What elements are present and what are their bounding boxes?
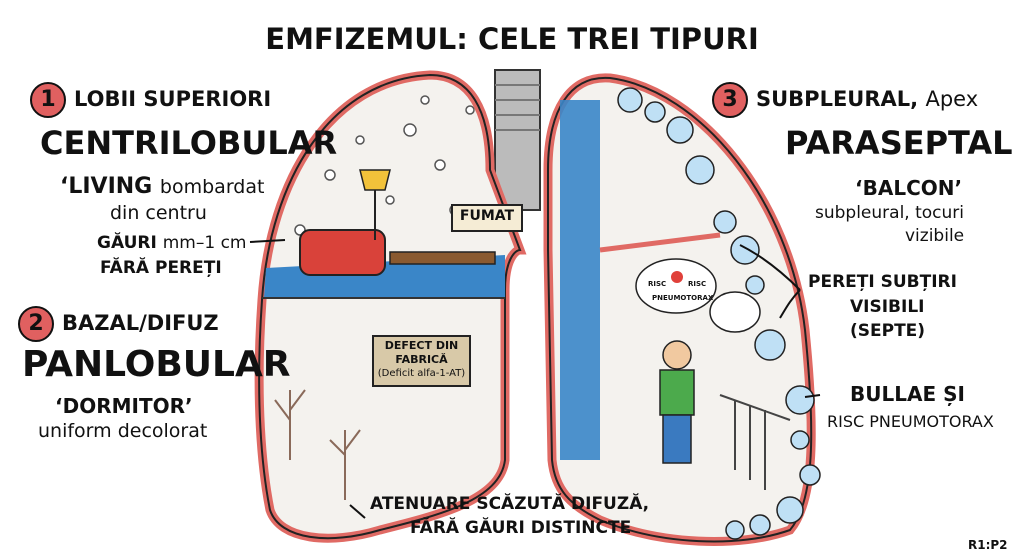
bare-trees — [274, 389, 361, 500]
type3-metaphor: ‘BALCON’ — [855, 176, 963, 200]
type1-detail-line2: FĂRĂ PEREȚI — [100, 258, 222, 278]
type3-metaphor-line3: vizibile — [905, 226, 965, 246]
type2-location: 2 BAZAL/DIFUZ — [18, 306, 219, 342]
centrilobular-holes — [294, 95, 475, 236]
type1-name: CENTRILOBULAR — [40, 124, 338, 162]
type3-metaphor-line2: subpleural, tocuri — [815, 203, 965, 223]
type1-metaphor: ‘LIVING bombardat — [60, 174, 265, 199]
coffee-table — [389, 251, 496, 265]
type1-number-badge: 1 — [30, 82, 66, 118]
fumat-sign-board — [451, 204, 523, 232]
type2-detail-line2: FĂRĂ GĂURI DISTINCTE — [410, 518, 632, 538]
type1-metaphor-line2: din centru — [110, 202, 207, 224]
blue-wall — [560, 100, 600, 460]
bullae — [617, 87, 821, 540]
lamp — [359, 169, 391, 191]
type1-location: 1 LOBII SUPERIORI — [30, 82, 271, 118]
type2-location-label: BAZAL/DIFUZ — [62, 311, 219, 335]
type3-detail2-line2: RISC PNEUMOTORAX — [827, 412, 994, 431]
type1-detail-line1: GĂURI mm–1 cm — [97, 233, 247, 253]
type2-name: PANLOBULAR — [22, 344, 291, 385]
type3-detail-line3: (SEPTE) — [850, 321, 926, 341]
type3-number-badge: 3 — [712, 82, 748, 118]
type2-metaphor: ‘DORMITOR’ — [55, 394, 193, 418]
type3-detail2-line1: BULLAE ȘI — [850, 382, 965, 406]
type3-detail-line1: PEREȚI SUBȚIRI — [808, 272, 957, 292]
type2-detail-line1: ATENUARE SCĂZUTĂ DIFUZĂ, — [370, 494, 650, 514]
type2-metaphor-line2: uniform decolorat — [38, 420, 208, 442]
corner-code: R1:P2 — [968, 538, 1008, 552]
fumat-sign: FUMAT — [459, 208, 515, 224]
page-title: EMFIZEMUL: CELE TREI TIPURI — [265, 22, 759, 56]
type3-name: PARASEPTAL — [785, 124, 1013, 162]
balcony-railing — [719, 394, 791, 490]
type2-number-badge: 2 — [18, 306, 54, 342]
bubble-pneumotorax: PNEUMOTORAX — [652, 294, 714, 302]
person — [662, 340, 692, 370]
bubble-risc-right: RISC — [688, 280, 707, 288]
sofa — [299, 229, 386, 276]
defect-sign-board — [372, 335, 471, 387]
thought-bubble — [635, 258, 717, 314]
trachea — [494, 69, 541, 211]
bubble-risc-left: RISC — [648, 280, 667, 288]
type1-location-label: LOBII SUPERIORI — [74, 87, 272, 111]
balloon-icon — [671, 271, 683, 283]
type3-detail-line2: VISIBILI — [850, 297, 925, 317]
